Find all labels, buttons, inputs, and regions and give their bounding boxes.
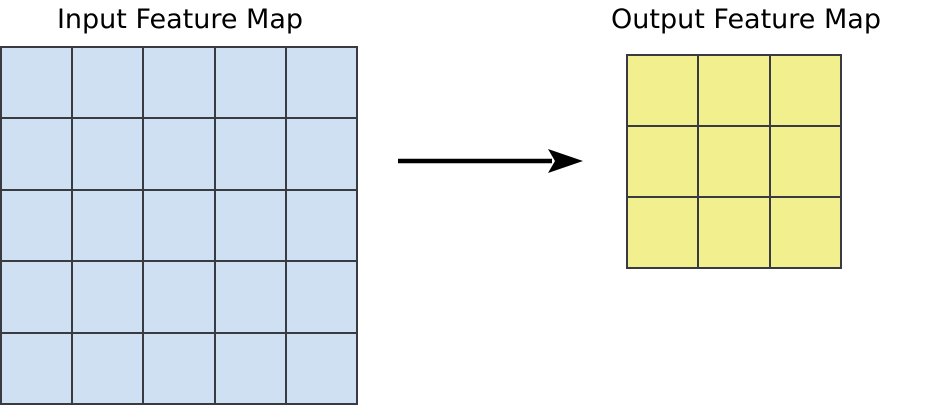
input-cell xyxy=(215,333,287,405)
output-cell xyxy=(628,198,700,269)
arrow-head xyxy=(548,149,583,173)
input-cell xyxy=(286,190,358,263)
input-feature-map-grid xyxy=(0,46,358,405)
output-cell xyxy=(770,127,842,198)
input-cell xyxy=(286,48,358,120)
input-cell xyxy=(73,48,145,120)
transformation-arrow-icon xyxy=(398,149,583,173)
output-feature-map-grid xyxy=(626,54,842,269)
input-cell xyxy=(2,262,74,334)
output-cell xyxy=(699,56,771,127)
input-cell xyxy=(215,190,287,263)
output-cell xyxy=(699,198,771,269)
input-cell xyxy=(73,190,145,263)
input-cell xyxy=(286,262,358,334)
input-cell xyxy=(215,262,287,334)
input-cell xyxy=(286,333,358,405)
input-cell xyxy=(73,333,145,405)
input-cell xyxy=(2,48,74,120)
input-cell xyxy=(144,119,216,191)
input-cell xyxy=(2,333,74,405)
input-feature-map-title: Input Feature Map xyxy=(56,4,304,35)
input-cell xyxy=(73,119,145,191)
output-cell xyxy=(628,56,700,127)
output-feature-map-title: Output Feature Map xyxy=(611,4,881,35)
input-cell xyxy=(73,262,145,334)
output-cell xyxy=(628,127,700,198)
input-cell xyxy=(215,48,287,120)
output-cell xyxy=(770,198,842,269)
output-cell xyxy=(699,127,771,198)
input-cell xyxy=(286,119,358,191)
input-cell xyxy=(144,190,216,263)
input-cell xyxy=(144,262,216,334)
input-cell xyxy=(215,119,287,191)
input-cell xyxy=(2,190,74,263)
input-cell xyxy=(144,333,216,405)
input-cell xyxy=(144,48,216,120)
output-cell xyxy=(770,56,842,127)
input-cell xyxy=(2,119,74,191)
